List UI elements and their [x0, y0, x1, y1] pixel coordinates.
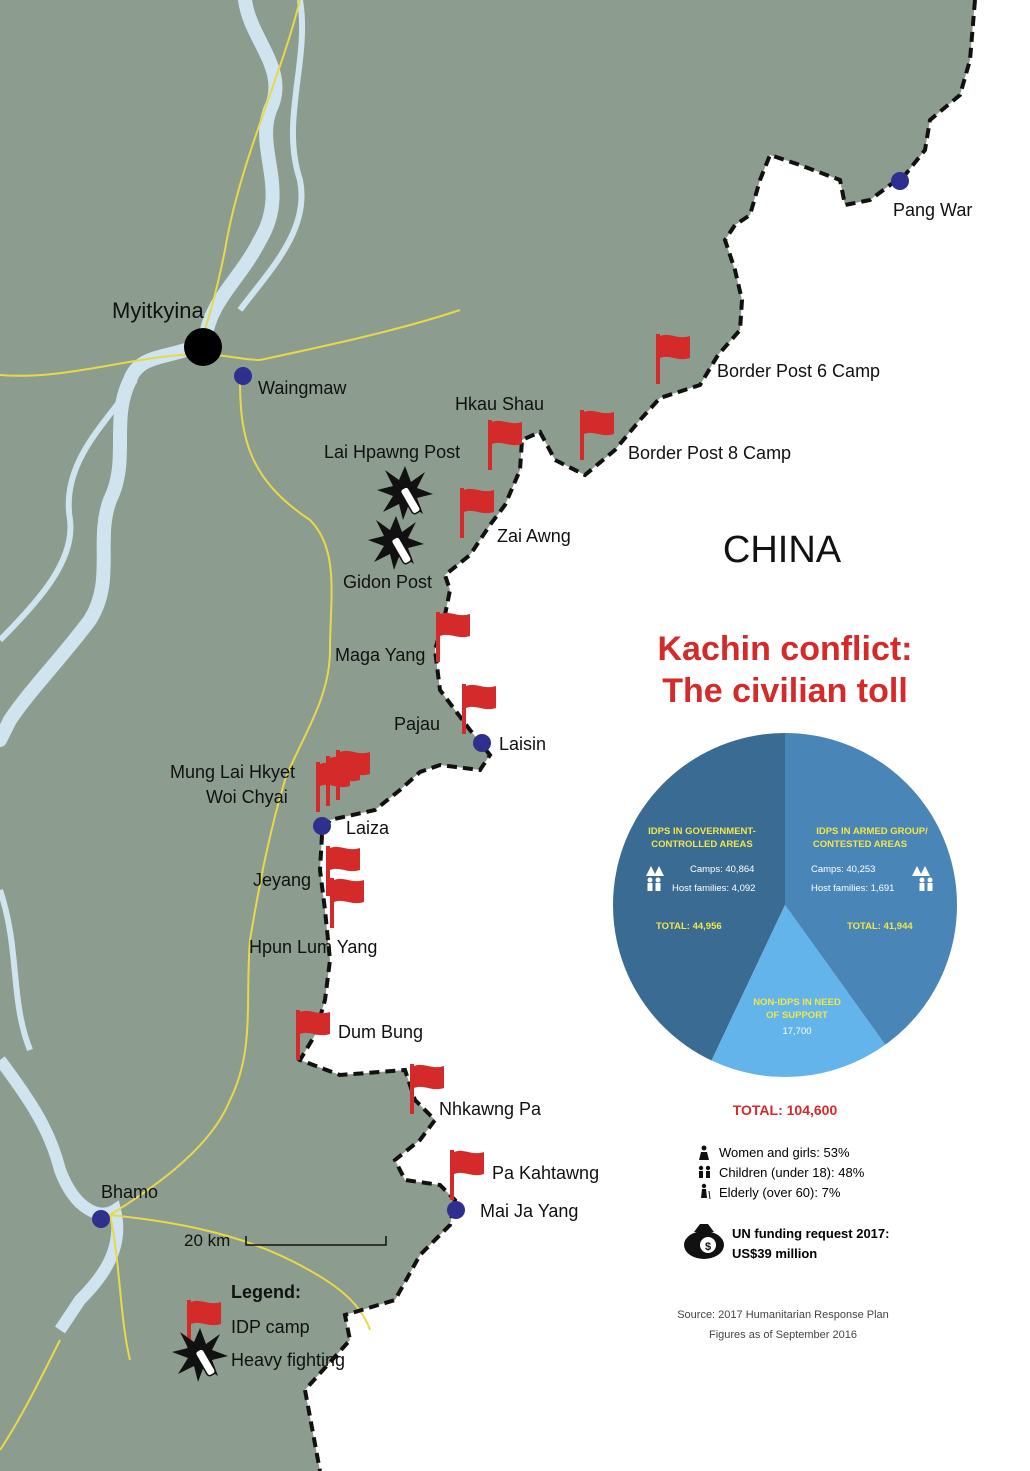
road-5	[0, 1339, 61, 1451]
legend-title: Legend:	[231, 1282, 301, 1302]
non-label-line2: OF SUPPORT	[766, 1010, 828, 1021]
road-4	[109, 1214, 371, 1331]
woi-chyai-label: Woi Chyai	[206, 787, 288, 807]
road-3	[108, 379, 333, 1361]
gov-host-families: Host families: 4,092	[672, 883, 755, 894]
tent-icon	[646, 866, 664, 876]
armed-host-families: Host families: 1,691	[811, 883, 894, 894]
pa-kahtawng-label: Pa Kahtawng	[492, 1163, 599, 1183]
demographic-children: Children (under 18): 48%	[719, 1165, 865, 1180]
demographic-elderly: Elderly (over 60): 7%	[719, 1185, 841, 1200]
funding-line1: UN funding request 2017:	[732, 1226, 889, 1241]
nhkawng-pa-label: Nhkawng Pa	[439, 1099, 542, 1119]
jeyang-label: Jeyang	[253, 870, 311, 890]
waingmaw-label: Waingmaw	[258, 378, 347, 398]
family-icon	[919, 877, 933, 891]
armed-total: TOTAL: 41,944	[847, 921, 913, 932]
hpun-lum-yang-label: Hpun Lum Yang	[249, 937, 377, 957]
myitkyina-label: Myitkyina	[112, 298, 204, 323]
lai-hpawng-post-label: Lai Hpawng Post	[324, 442, 460, 462]
infographic-title-line1: Kachin conflict:	[657, 630, 912, 668]
svg-text:$: $	[705, 1241, 711, 1253]
river-branch-north	[237, 0, 306, 312]
road-1	[0, 309, 461, 377]
bhamo-marker	[92, 1210, 110, 1228]
demographic-women: Women and girls: 53%	[719, 1145, 850, 1160]
gov-camps: Camps: 40,864	[690, 864, 754, 875]
pie-label-government: IDPS IN GOVERNMENT- CONTROLLED AREAS Cam…	[646, 826, 756, 932]
pie-slice-non-idps	[711, 905, 886, 1077]
pie-label-non-idps: NON-IDPS IN NEED OF SUPPORT 17,700	[753, 997, 841, 1037]
funding-line2: US$39 million	[732, 1246, 817, 1261]
mai-ja-yang-label: Mai Ja Yang	[480, 1201, 578, 1221]
road-2	[199, 0, 301, 346]
river-south-branch	[0, 889, 33, 1052]
pang-war-label: Pang War	[893, 200, 972, 220]
myitkyina-city-marker	[184, 328, 222, 366]
civilian-toll-pie-chart	[613, 732, 958, 1077]
maga-yang-label: Maga Yang	[335, 645, 425, 665]
tent-icon	[912, 866, 930, 876]
armed-camps: Camps: 40,253	[811, 864, 875, 875]
non-total: 17,700	[782, 1026, 811, 1037]
gov-label-line2: CONTROLLED AREAS	[651, 839, 753, 850]
money-bag-icon: $	[684, 1224, 724, 1259]
pajau-label: Pajau	[394, 714, 440, 734]
source-line1: Source: 2017 Humanitarian Response Plan	[677, 1309, 889, 1321]
pie-label-armed: IDPS IN ARMED GROUP/ CONTESTED AREAS Cam…	[811, 826, 933, 932]
hkau-shau-label: Hkau Shau	[455, 394, 544, 414]
gidon-post-label: Gidon Post	[343, 572, 432, 592]
mai-ja-yang-marker	[447, 1201, 465, 1219]
china-label: CHINA	[723, 529, 842, 571]
legend-heavy-fighting-label: Heavy fighting	[231, 1350, 345, 1370]
armed-label-line1: IDPS IN ARMED GROUP/	[816, 826, 928, 837]
waingmaw-marker	[234, 367, 252, 385]
gov-total: TOTAL: 44,956	[656, 921, 722, 932]
non-label-line1: NON-IDPS IN NEED	[753, 997, 841, 1008]
laiza-marker	[313, 817, 331, 835]
river-branch-west	[0, 378, 138, 643]
laisin-marker	[473, 734, 491, 752]
pie-slice-armed-group	[785, 733, 958, 1045]
family-icon	[647, 877, 661, 891]
border-post-6-label: Border Post 6 Camp	[717, 361, 880, 381]
border-post-8-label: Border Post 8 Camp	[628, 443, 791, 463]
elderly-icon	[701, 1183, 711, 1200]
armed-label-line2: CONTESTED AREAS	[813, 839, 907, 850]
woman-icon	[699, 1145, 709, 1160]
dum-bung-label: Dum Bung	[338, 1022, 423, 1042]
mung-lai-hkyet-label: Mung Lai Hkyet	[170, 762, 295, 782]
scale-bar	[245, 1236, 387, 1246]
infographic-title-line2: The civilian toll	[662, 672, 908, 710]
laiza-label: Laiza	[346, 818, 390, 838]
scale-bar-label: 20 km	[184, 1231, 230, 1250]
children-icon	[698, 1165, 711, 1178]
legend-idp-camp-label: IDP camp	[231, 1317, 310, 1337]
china-region	[300, 0, 1030, 1471]
bhamo-label: Bhamo	[101, 1182, 158, 1202]
zai-awng-label: Zai Awng	[497, 526, 571, 546]
river-south	[0, 1056, 124, 1334]
laisin-label: Laisin	[499, 734, 546, 754]
gov-label-line1: IDPS IN GOVERNMENT-	[648, 826, 756, 837]
pie-slice-government	[613, 732, 785, 1061]
grand-total: TOTAL: 104,600	[733, 1102, 838, 1118]
pang-war-marker	[891, 172, 909, 190]
source-line2: Figures as of September 2016	[709, 1329, 857, 1341]
